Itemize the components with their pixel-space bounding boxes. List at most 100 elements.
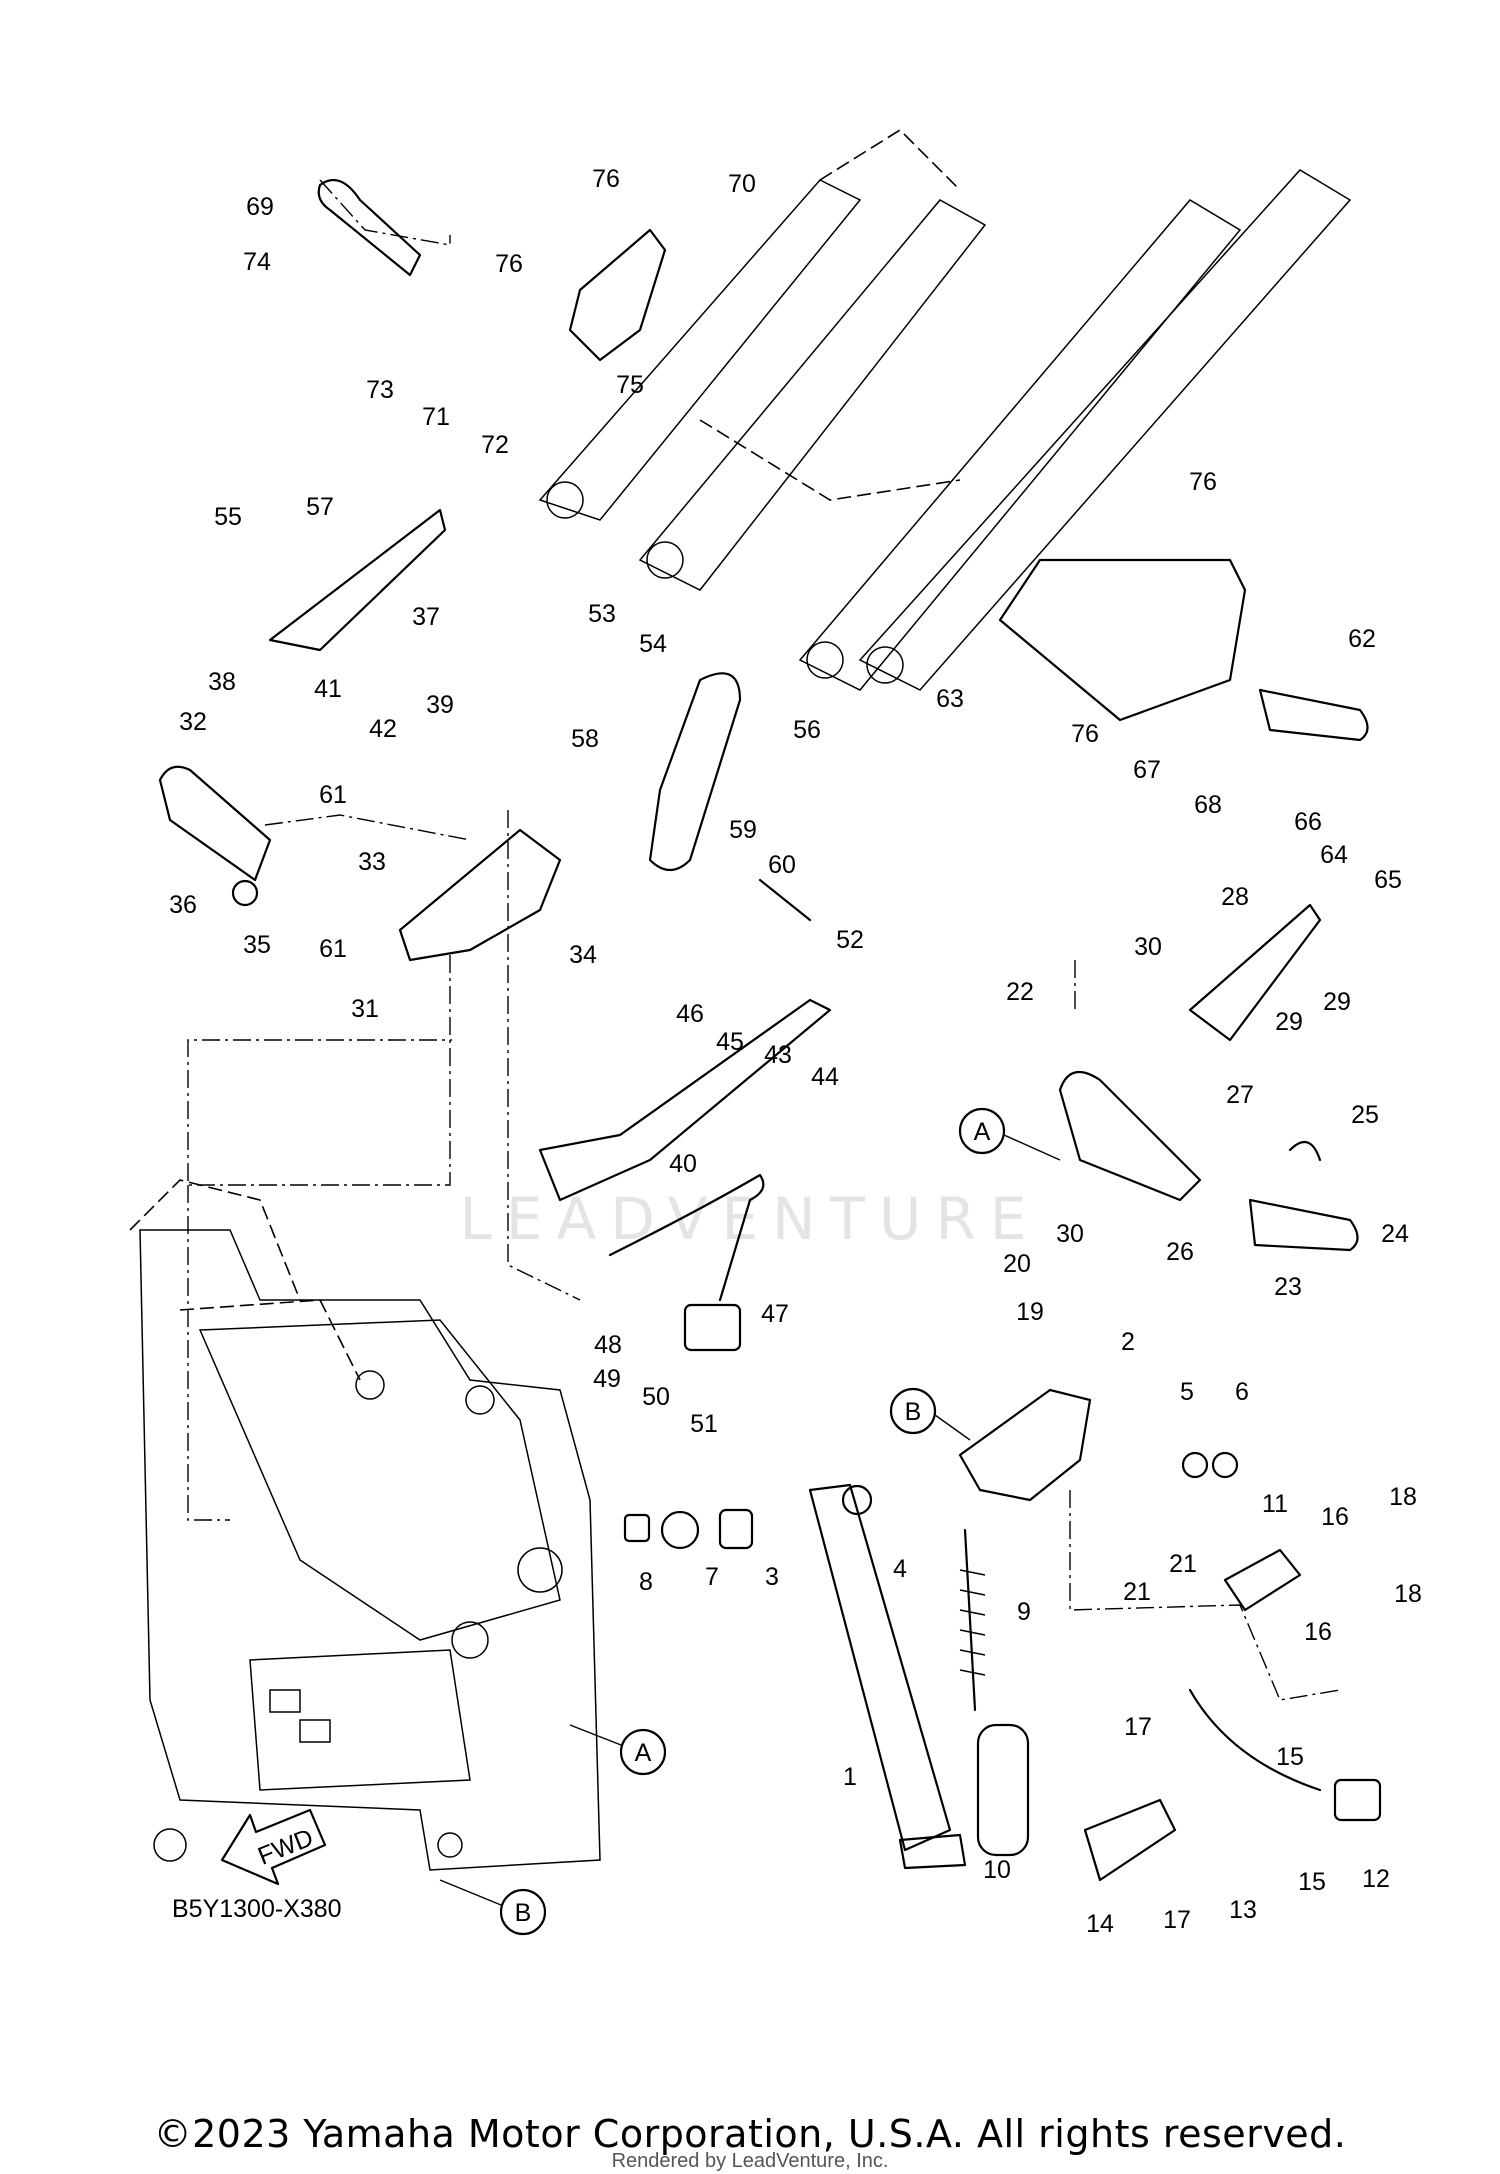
callout-72: 72 <box>481 431 509 459</box>
ref-a-label: A <box>635 1739 652 1767</box>
callout-7: 7 <box>705 1563 719 1591</box>
copyright-notice: ©2023 Yamaha Motor Corporation, U.S.A. A… <box>153 2112 1347 2156</box>
ref-circles: A B A B <box>439 1107 1061 1936</box>
callout-58: 58 <box>571 725 599 753</box>
callout-63: 63 <box>936 685 964 713</box>
callout-16: 16 <box>1304 1618 1332 1646</box>
callout-13: 13 <box>1229 1896 1257 1924</box>
callout-28: 28 <box>1221 883 1249 911</box>
callout-75: 75 <box>616 371 644 399</box>
callout-49: 49 <box>593 1365 621 1393</box>
diagram-code: B5Y1300-X380 <box>172 1895 342 1923</box>
callout-6: 6 <box>1235 1378 1249 1406</box>
callout-45: 45 <box>716 1028 744 1056</box>
watermark: LEADVENTURE <box>459 1185 1041 1253</box>
callout-71: 71 <box>422 403 450 431</box>
callout-35: 35 <box>243 931 271 959</box>
callout-76: 76 <box>495 250 523 278</box>
callout-74: 74 <box>243 248 271 276</box>
callout-5: 5 <box>1180 1378 1194 1406</box>
callout-16: 16 <box>1321 1503 1349 1531</box>
callout-44: 44 <box>811 1063 839 1091</box>
callout-47: 47 <box>761 1300 789 1328</box>
callout-61: 61 <box>319 781 347 809</box>
callout-66: 66 <box>1294 808 1322 836</box>
callout-41: 41 <box>314 675 342 703</box>
callout-23: 23 <box>1274 1273 1302 1301</box>
callout-31: 31 <box>351 995 379 1023</box>
callout-4: 4 <box>893 1555 907 1583</box>
callout-33: 33 <box>358 848 386 876</box>
assembly-lines <box>187 179 1341 1701</box>
callout-19: 19 <box>1016 1298 1044 1326</box>
callout-76: 76 <box>1189 468 1217 496</box>
callout-24: 24 <box>1381 1220 1409 1248</box>
callout-43: 43 <box>764 1041 792 1069</box>
callout-15: 15 <box>1298 1868 1326 1896</box>
fwd-arrow-icon: FWD <box>220 1808 327 1886</box>
callout-3: 3 <box>765 1563 779 1591</box>
callout-2: 2 <box>1121 1328 1135 1356</box>
callout-61: 61 <box>319 935 347 963</box>
callout-76: 76 <box>592 165 620 193</box>
callout-30: 30 <box>1056 1220 1084 1248</box>
callout-11: 11 <box>1262 1490 1288 1518</box>
callout-62: 62 <box>1348 625 1376 653</box>
callout-53: 53 <box>588 600 616 628</box>
callout-14: 14 <box>1086 1910 1114 1938</box>
callout-1: 1 <box>843 1763 857 1791</box>
callout-10: 10 <box>983 1856 1011 1884</box>
ref-a-label: A <box>974 1118 991 1146</box>
callout-40: 40 <box>669 1150 697 1178</box>
callout-37: 37 <box>412 603 440 631</box>
callout-42: 42 <box>369 715 397 743</box>
fwd-label: FWD <box>254 1823 317 1870</box>
callout-18: 18 <box>1394 1580 1422 1608</box>
callout-68: 68 <box>1194 791 1222 819</box>
callout-29: 29 <box>1323 988 1351 1016</box>
callout-27: 27 <box>1226 1081 1254 1109</box>
callout-8: 8 <box>639 1568 653 1596</box>
callout-65: 65 <box>1374 866 1402 894</box>
callout-17: 17 <box>1163 1906 1191 1934</box>
callout-21: 21 <box>1123 1578 1151 1606</box>
callout-30: 30 <box>1134 933 1162 961</box>
callout-60: 60 <box>768 851 796 879</box>
callout-51: 51 <box>690 1410 718 1438</box>
callout-59: 59 <box>729 816 757 844</box>
callout-38: 38 <box>208 668 236 696</box>
callout-20: 20 <box>1003 1250 1031 1278</box>
callout-73: 73 <box>366 376 394 404</box>
callout-54: 54 <box>639 630 667 658</box>
callout-46: 46 <box>676 1000 704 1028</box>
callout-39: 39 <box>426 691 454 719</box>
callout-18: 18 <box>1389 1483 1417 1511</box>
callout-21: 21 <box>1169 1550 1197 1578</box>
callout-67: 67 <box>1133 756 1161 784</box>
callout-26: 26 <box>1166 1238 1194 1266</box>
callout-29: 29 <box>1275 1008 1303 1036</box>
callout-57: 57 <box>306 493 334 521</box>
callout-12: 12 <box>1362 1865 1390 1893</box>
ref-b-label: B <box>905 1398 922 1426</box>
callout-76: 76 <box>1071 720 1099 748</box>
callout-25: 25 <box>1351 1101 1379 1129</box>
callout-56: 56 <box>793 716 821 744</box>
callout-69: 69 <box>246 193 274 221</box>
callout-55: 55 <box>214 503 242 531</box>
ref-b-label: B <box>515 1899 532 1927</box>
frame-rails <box>538 128 1352 691</box>
callout-15: 15 <box>1276 1743 1304 1771</box>
callout-32: 32 <box>179 708 207 736</box>
callout-48: 48 <box>594 1331 622 1359</box>
callout-17: 17 <box>1124 1713 1152 1741</box>
callout-22: 22 <box>1006 978 1034 1006</box>
part-outlines <box>158 178 1382 1882</box>
callout-64: 64 <box>1320 841 1348 869</box>
callout-50: 50 <box>642 1383 670 1411</box>
engine-frame <box>129 1179 601 1871</box>
callout-52: 52 <box>836 926 864 954</box>
callout-36: 36 <box>169 891 197 919</box>
